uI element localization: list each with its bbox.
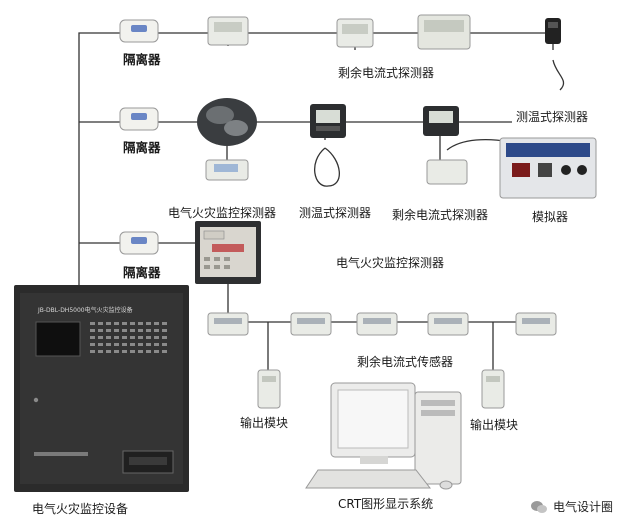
temp-detector-label-row2: 测温式探测器 xyxy=(299,206,372,220)
wechat-icon xyxy=(530,500,547,513)
residual-detector-label-top: 剩余电流式探测器 xyxy=(338,66,435,80)
fire-detector-label-row2: 电气火灾监控探测器 xyxy=(168,206,277,220)
temperature-detector-2 xyxy=(310,104,346,138)
isolator-2 xyxy=(119,107,159,131)
residual-current-detector-1 xyxy=(207,16,249,46)
residual-detector-label-row2: 剩余电流式探测器 xyxy=(392,208,489,222)
isolator-1 xyxy=(119,19,159,43)
residual-current-detector-2 xyxy=(336,18,374,48)
fire-monitoring-detector xyxy=(197,98,257,181)
monitor-equipment-label: 电气火灾监控设备 xyxy=(32,502,129,516)
monitoring-equipment-panel xyxy=(14,285,189,492)
crt-computer xyxy=(305,382,462,490)
isolator-label-2: 隔离器 xyxy=(123,140,161,155)
residual-current-detector-4 xyxy=(423,106,468,185)
output-module-left xyxy=(257,369,281,409)
simulator-label: 模拟器 xyxy=(532,210,569,224)
fire-monitoring-detector-center xyxy=(195,221,261,284)
output-module-right xyxy=(481,369,505,409)
simulator-device xyxy=(499,137,597,199)
watermark-text: 电气设计圈 xyxy=(552,500,613,514)
output-module-label-right: 输出模块 xyxy=(470,418,519,432)
isolator-label-1: 隔离器 xyxy=(123,52,161,67)
residual-current-detector-3 xyxy=(417,14,471,50)
temp-detector-label-top: 测温式探测器 xyxy=(516,110,589,124)
panel-title: JB-DBL-DH5000电气火灾监控设备 xyxy=(38,307,133,314)
residual-sensor-label: 剩余电流式传感器 xyxy=(357,355,454,369)
crt-system-label: CRT图形显示系统 xyxy=(338,497,434,511)
output-module-label-left: 输出模块 xyxy=(240,416,289,430)
temperature-detector-1 xyxy=(545,18,561,44)
isolator-label-3: 隔离器 xyxy=(123,265,161,280)
isolator-3 xyxy=(119,231,159,255)
fire-detector-label-center: 电气火灾监控探测器 xyxy=(336,256,445,270)
watermark: 电气设计圈 xyxy=(530,498,613,515)
